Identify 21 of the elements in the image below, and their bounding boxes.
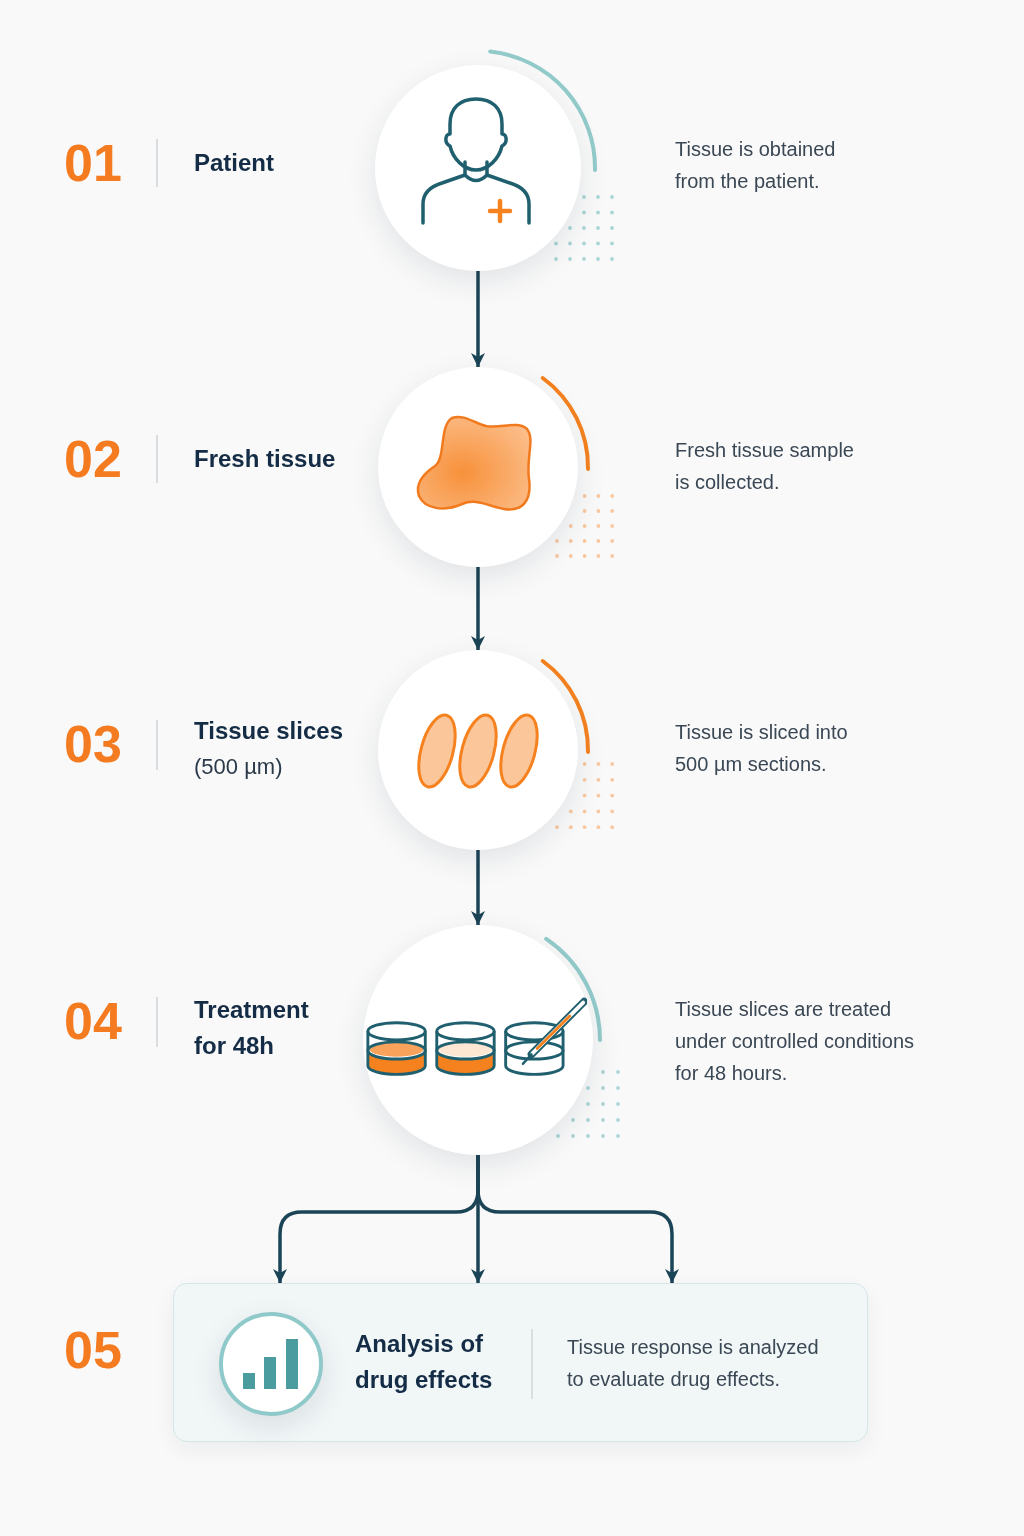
arrow xyxy=(471,567,485,650)
arrow xyxy=(471,850,485,925)
step-title: Analysis of drug effects xyxy=(355,1329,494,1395)
step-description: Fresh tissue sample is collected. xyxy=(675,438,855,495)
step-description: Tissue is sliced into 500 µm sections. xyxy=(675,720,849,777)
arrow xyxy=(471,271,485,367)
result-card xyxy=(173,1283,868,1442)
step-number: 01 xyxy=(64,135,122,191)
step-subtitle: (500 µm) xyxy=(194,753,283,781)
step-description: Tissue is obtained from the patient. xyxy=(675,137,837,194)
step-title: Treatment for 48h xyxy=(194,995,310,1061)
arrow xyxy=(476,1155,679,1283)
step-description: Tissue response is analyzed to evaluate drug effects. xyxy=(567,1335,820,1392)
step-number: 02 xyxy=(64,431,122,487)
step-title: Fresh tissue xyxy=(194,444,336,474)
step-title: Tissue slices xyxy=(194,716,343,746)
step-number: 03 xyxy=(64,716,122,772)
step-number: 05 xyxy=(64,1322,122,1378)
step-title: Patient xyxy=(194,148,274,178)
step-number: 04 xyxy=(64,993,122,1049)
step-description: Tissue slices are treated under controlled conditions for 48 hours. xyxy=(675,997,916,1086)
